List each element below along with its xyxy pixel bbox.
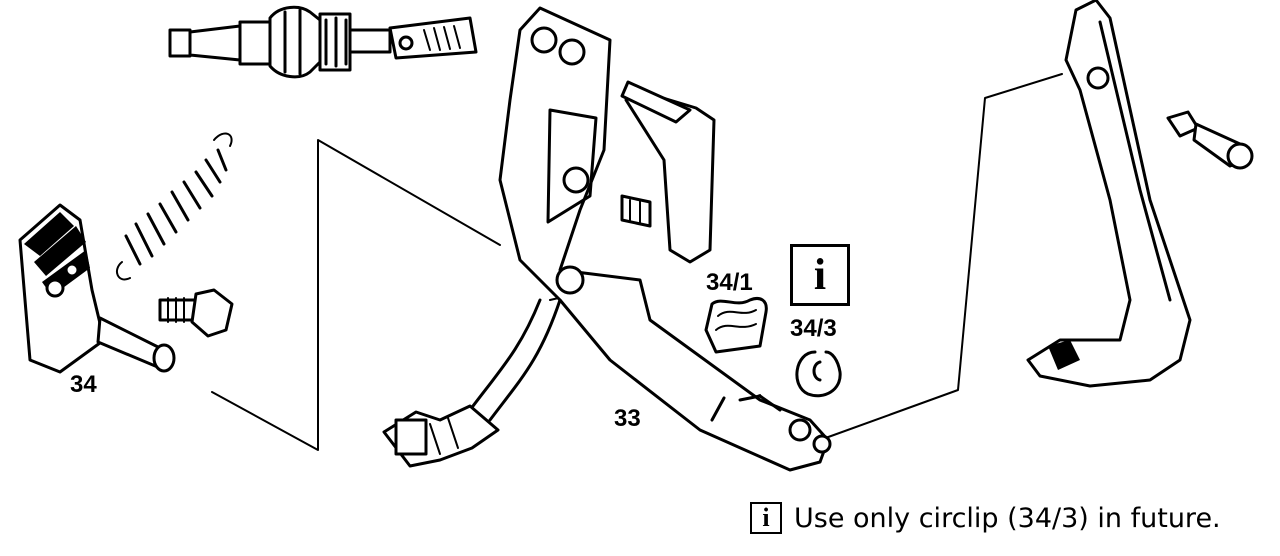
master-cylinder-assembly [168, 5, 478, 79]
info-icon: i [790, 244, 850, 306]
pedal-arm-33 [498, 6, 832, 472]
circlip-note: i Use only circlip (34/3) in future. [750, 498, 1221, 538]
label-part-33: 33 [614, 405, 641, 432]
label-part-34: 34 [70, 371, 97, 398]
clip-34-1 [704, 297, 768, 354]
pedal-pad [620, 80, 716, 264]
pedal-switch-connector [382, 298, 562, 468]
label-part-34-3: 34/3 [790, 315, 837, 342]
return-spring [115, 132, 233, 281]
circlip-note-text: Use only circlip (34/3) in future. [794, 502, 1221, 534]
circlip-34-3 [795, 350, 842, 398]
label-part-34-1: 34/1 [706, 269, 753, 296]
pedal-support-bracket [1026, 0, 1254, 388]
info-note-icon: i [750, 502, 782, 534]
leader-lines [211, 73, 1063, 451]
bolt [158, 288, 234, 338]
pedal-bracket-34 [18, 203, 176, 374]
